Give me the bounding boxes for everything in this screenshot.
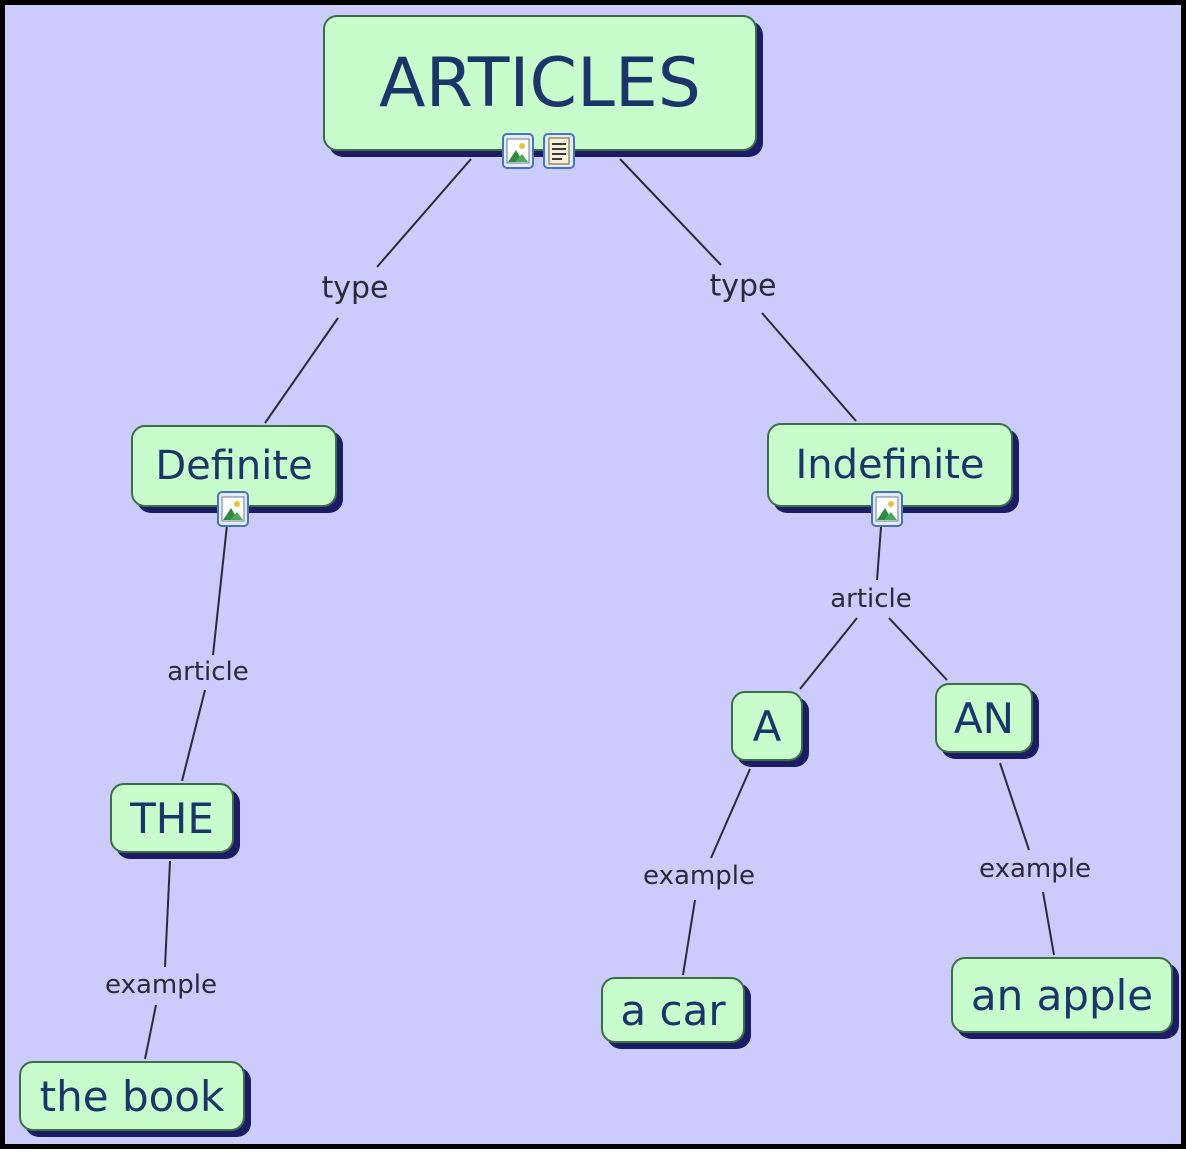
node-a-car-text: a car [620, 985, 726, 1035]
node-the[interactable]: THE [110, 783, 234, 853]
document-icon[interactable] [543, 133, 575, 169]
image-icon[interactable] [217, 491, 249, 527]
line-the-to-example [164, 860, 171, 968]
link-label-article-right[interactable]: article [826, 584, 916, 614]
line-article-right-to-an [888, 617, 948, 681]
node-an-apple-text: an apple [970, 970, 1154, 1020]
link-label-example-the[interactable]: example [101, 970, 221, 1000]
node-an-apple[interactable]: an apple [951, 957, 1173, 1033]
line-example-to-an-apple [1042, 891, 1055, 956]
node-the-text: THE [130, 793, 214, 843]
node-a-text: A [752, 701, 782, 751]
link-label-example-a[interactable]: example [639, 861, 759, 891]
line-example-to-a-car [682, 899, 696, 976]
line-article-left-to-the [181, 689, 206, 782]
image-icon[interactable] [502, 133, 534, 169]
node-an-text: AN [953, 693, 1015, 743]
node-articles-text: ARTICLES [379, 43, 701, 123]
line-a-to-example [710, 768, 751, 859]
connection-lines [144, 158, 1055, 1060]
line-type-left-to-definite [264, 317, 339, 424]
line-type-right-to-indefinite [761, 312, 857, 422]
node-the-book[interactable]: the book [19, 1061, 245, 1131]
node-a-car[interactable]: a car [601, 977, 745, 1043]
node-definite-text: Definite [155, 443, 313, 489]
line-articles-to-type-right [619, 158, 722, 266]
link-label-example-an[interactable]: example [975, 854, 1095, 884]
line-articles-to-type-left [376, 158, 472, 268]
node-articles[interactable]: ARTICLES [323, 15, 757, 151]
line-definite-to-article-left [212, 524, 228, 656]
node-indefinite-text: Indefinite [795, 442, 985, 488]
link-label-type-left[interactable]: type [317, 270, 393, 306]
line-indefinite-to-article-right [876, 526, 882, 581]
node-the-book-text: the book [39, 1071, 225, 1121]
link-label-type-right[interactable]: type [705, 268, 781, 304]
node-an[interactable]: AN [935, 683, 1033, 753]
link-label-article-left[interactable]: article [163, 657, 253, 687]
line-article-right-to-a [799, 617, 858, 690]
line-an-to-example [999, 762, 1030, 851]
line-example-to-the-book [144, 1004, 157, 1060]
node-a[interactable]: A [731, 691, 803, 761]
image-icon[interactable] [871, 491, 903, 527]
